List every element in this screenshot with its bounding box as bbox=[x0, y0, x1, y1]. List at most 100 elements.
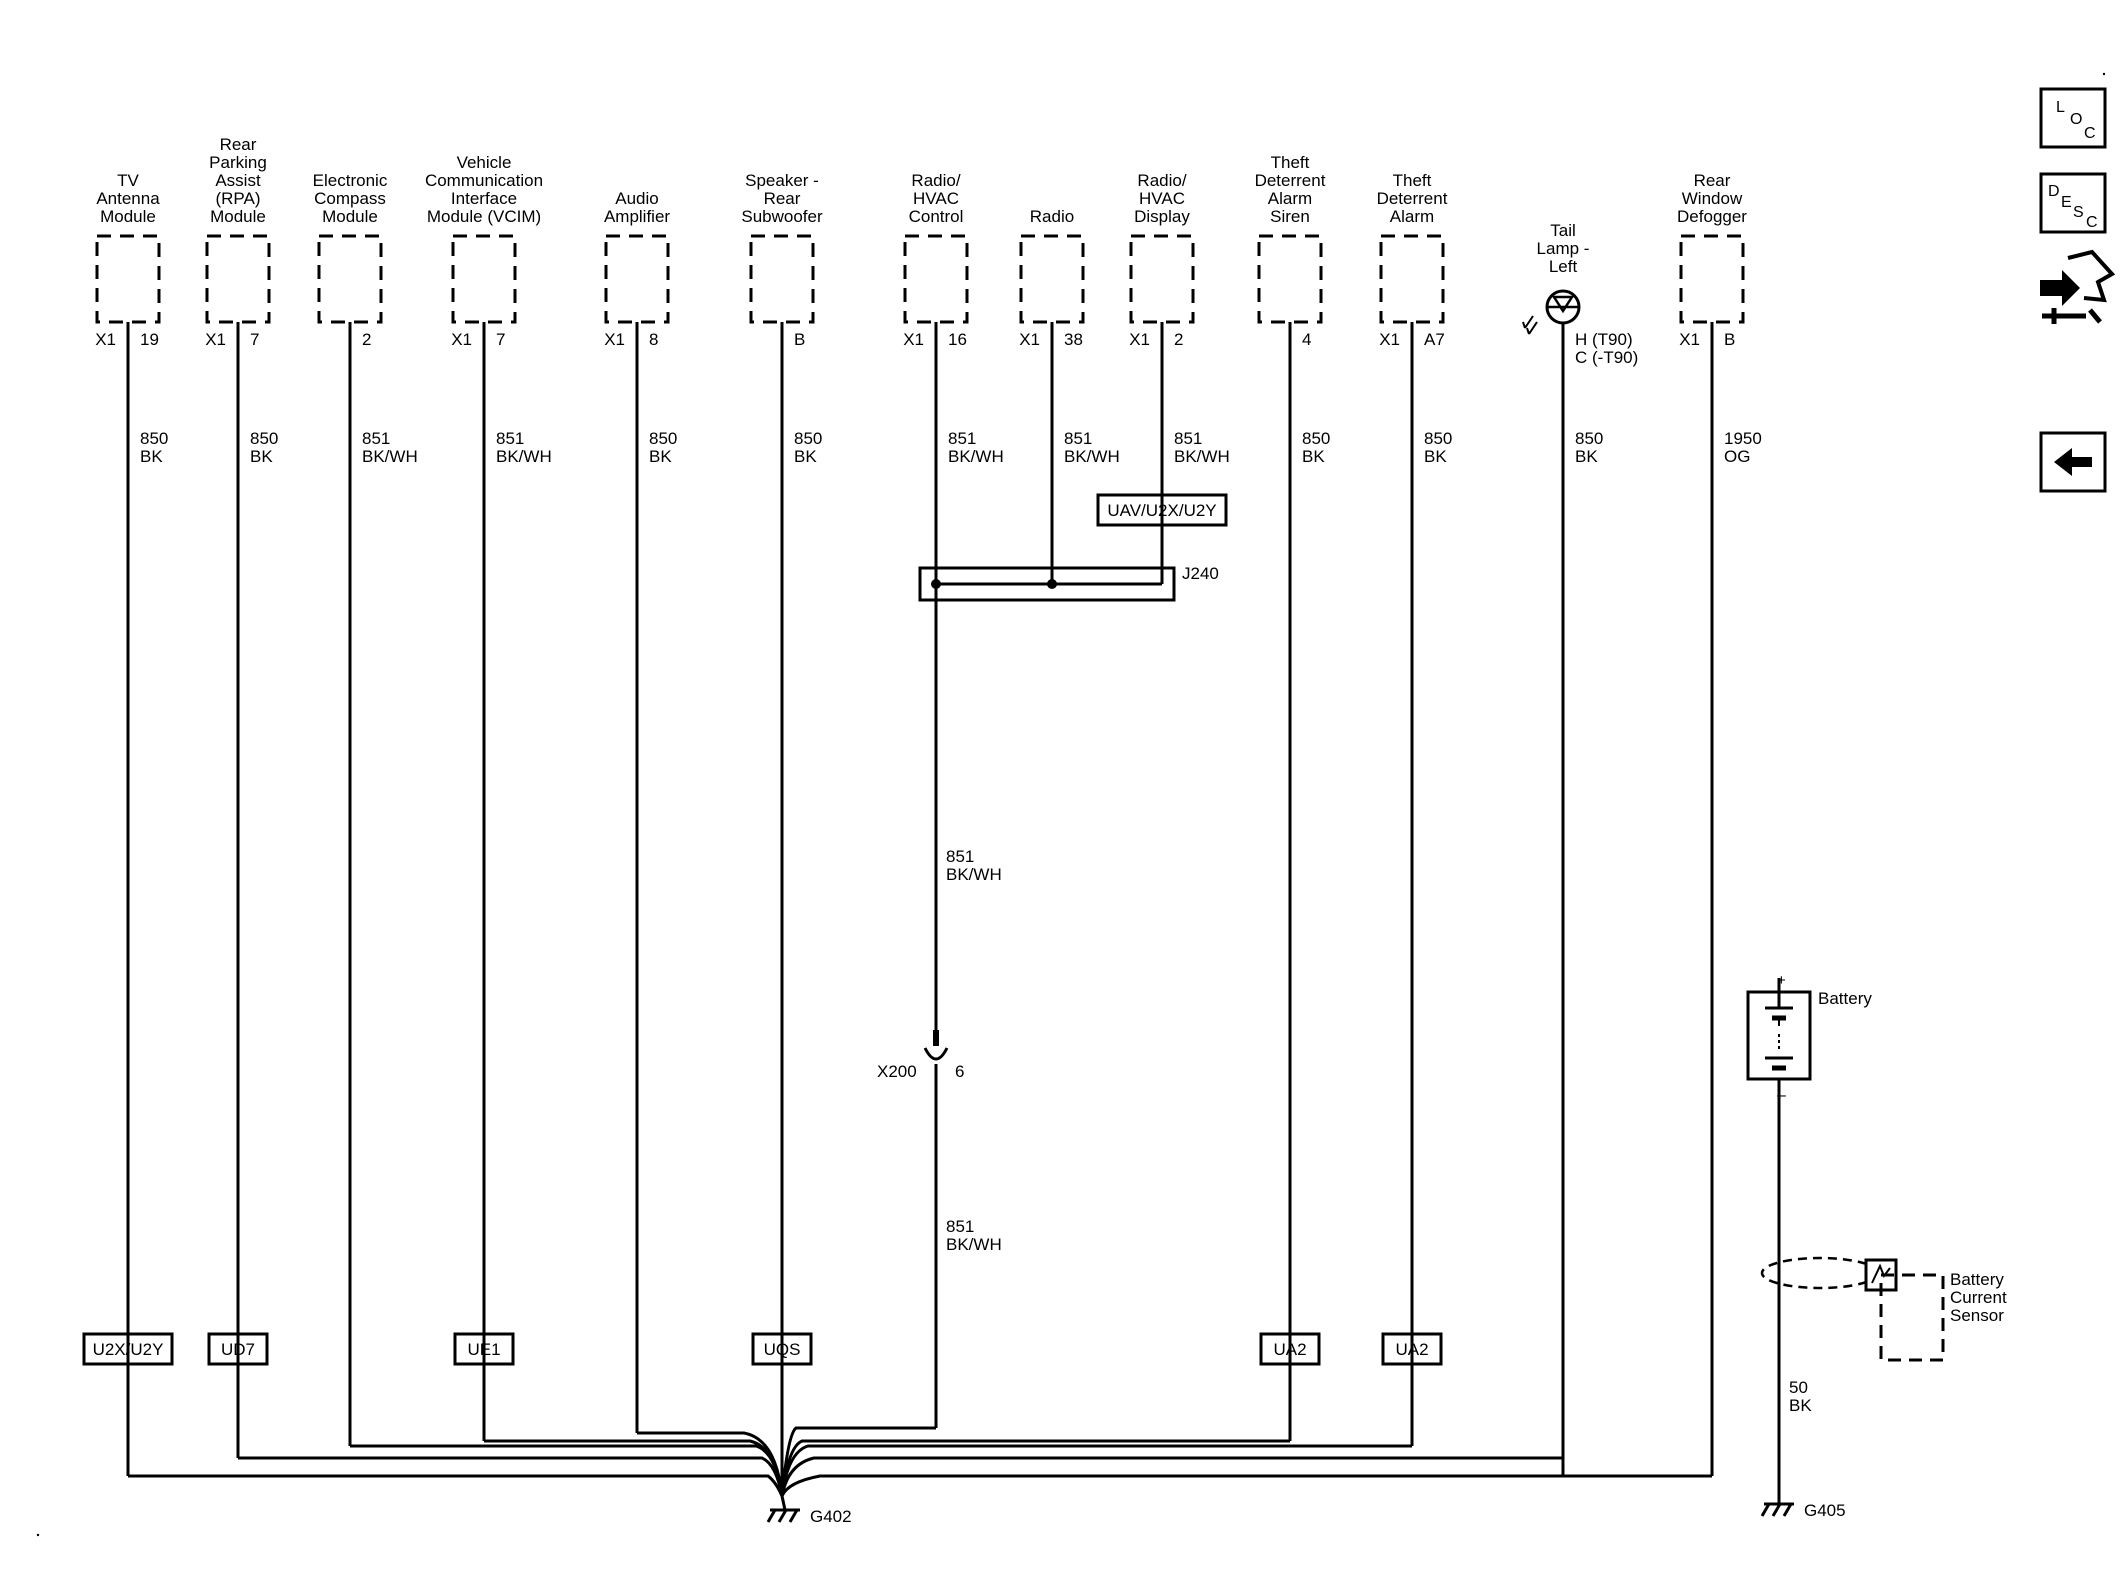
component-label-line: Compass bbox=[314, 189, 386, 208]
back-arrow-icon[interactable] bbox=[2039, 431, 2107, 493]
pin-label: 38 bbox=[1064, 330, 1083, 349]
component-label-line: (RPA) bbox=[215, 189, 260, 208]
component-label-line: Vehicle bbox=[457, 153, 512, 172]
pin-label: 2 bbox=[362, 330, 371, 349]
splice-j240-box bbox=[918, 566, 1176, 602]
wire-circuit-label: 850 bbox=[1575, 429, 1603, 448]
component-label-line: Deterrent bbox=[1377, 189, 1448, 208]
component-label-line: Module bbox=[100, 207, 156, 226]
component-box bbox=[1257, 234, 1323, 324]
connector-label: X1 bbox=[903, 330, 924, 349]
pin-label: H (T90) bbox=[1575, 330, 1633, 349]
radio-control-lower-run: X200 6 851 BK/WH 851 BK/WH bbox=[877, 584, 1002, 1428]
wire-circuit-label: 851 bbox=[946, 1217, 974, 1236]
ground-symbol-stroke bbox=[1760, 1503, 1771, 1517]
pin-label: B bbox=[794, 330, 805, 349]
wire-circuit-label: 1950 bbox=[1724, 429, 1762, 448]
component-label-line: Tail bbox=[1550, 221, 1576, 240]
component-label-line: Theft bbox=[1271, 153, 1310, 172]
wire-circuit-label: 850 bbox=[250, 429, 278, 448]
component-label-line: Parking bbox=[209, 153, 267, 172]
pin-label: 2 bbox=[1174, 330, 1183, 349]
lamp-filament-icon bbox=[1547, 295, 1579, 314]
wire-circuit-label: 851 bbox=[362, 429, 390, 448]
scan-dot bbox=[2102, 72, 2106, 76]
x200-connector-symbol bbox=[923, 1047, 949, 1061]
description-letter: S bbox=[2073, 204, 2084, 221]
connector-label: X1 bbox=[1379, 330, 1400, 349]
x200-label: X200 bbox=[877, 1062, 917, 1081]
location-icon[interactable]: L O C bbox=[2039, 87, 2107, 149]
battery-label: Battery bbox=[1818, 989, 1872, 1008]
location-letter: C bbox=[2084, 125, 2096, 142]
description-letter: D bbox=[2048, 183, 2060, 200]
component-label-line: Audio bbox=[615, 189, 658, 208]
ground-symbol-stroke bbox=[766, 1509, 777, 1523]
wire-color-label: BK/WH bbox=[496, 447, 552, 466]
description-icon-frame bbox=[2039, 172, 2107, 234]
ground-symbol-stroke bbox=[777, 1509, 788, 1523]
ground-g405: G405 bbox=[1760, 1501, 1846, 1520]
component-label-line: Speaker - bbox=[745, 171, 819, 190]
pin-label: 16 bbox=[948, 330, 967, 349]
pin-label: A7 bbox=[1424, 330, 1445, 349]
sensor-element-icon bbox=[1871, 1263, 1891, 1284]
component-box bbox=[205, 234, 271, 324]
connector-repair-wrench bbox=[2042, 308, 2102, 324]
ground-g402: G402 bbox=[766, 1507, 852, 1526]
connector-label: X1 bbox=[205, 330, 226, 349]
wire-color-label: BK/WH bbox=[362, 447, 418, 466]
wire-circuit-label: 850 bbox=[649, 429, 677, 448]
component-label-line: HVAC bbox=[1139, 189, 1185, 208]
component-label-line: Lamp - bbox=[1537, 239, 1590, 258]
wire-circuit-label: 851 bbox=[1174, 429, 1202, 448]
wire-circuit-label: 851 bbox=[946, 847, 974, 866]
wire-color-label: BK/WH bbox=[1064, 447, 1120, 466]
component-box bbox=[903, 234, 969, 324]
description-letter: C bbox=[2086, 214, 2098, 231]
wire-color-label: BK/WH bbox=[946, 1235, 1002, 1254]
connector-label: X1 bbox=[1019, 330, 1040, 349]
connector-label: X1 bbox=[1129, 330, 1150, 349]
splice-j240: J240 bbox=[918, 562, 1219, 602]
wire-circuit-label: 850 bbox=[1302, 429, 1330, 448]
location-letter: L bbox=[2056, 99, 2065, 116]
battery-minus: – bbox=[1777, 1087, 1786, 1104]
component-label-line: Alarm bbox=[1390, 207, 1434, 226]
description-letter: E bbox=[2061, 194, 2072, 211]
ground-harness-wire bbox=[780, 1456, 1563, 1497]
wire-color-label: BK bbox=[140, 447, 163, 466]
component-label-line: TV bbox=[117, 171, 139, 190]
ground-symbol-stroke bbox=[1771, 1503, 1782, 1517]
scan-dot bbox=[36, 1533, 40, 1537]
connector-repair-icon[interactable] bbox=[2040, 249, 2116, 324]
wire-circuit-label: 851 bbox=[948, 429, 976, 448]
component-label-line: Siren bbox=[1270, 207, 1310, 226]
connector-label: X1 bbox=[451, 330, 472, 349]
component-box bbox=[317, 234, 383, 324]
component-label-line: Display bbox=[1134, 207, 1190, 226]
wire-color-label: BK bbox=[794, 447, 817, 466]
sensor-label-line: Sensor bbox=[1950, 1306, 2004, 1325]
description-icon[interactable]: D E S C bbox=[2039, 172, 2107, 234]
component-box bbox=[604, 234, 670, 324]
connector-label: X1 bbox=[604, 330, 625, 349]
component-label-line: Amplifier bbox=[604, 207, 670, 226]
component-label-line: Control bbox=[909, 207, 964, 226]
component-box bbox=[749, 234, 815, 324]
ground-symbol-stroke bbox=[1782, 1503, 1793, 1517]
wire-color-label: BK/WH bbox=[948, 447, 1004, 466]
sensor-label-line: Battery bbox=[1950, 1270, 2004, 1289]
nav-icons: L O C D E S C bbox=[2039, 87, 2116, 493]
component-label-line: HVAC bbox=[913, 189, 959, 208]
component-box bbox=[1679, 234, 1745, 324]
component-label-line: Electronic bbox=[313, 171, 388, 190]
